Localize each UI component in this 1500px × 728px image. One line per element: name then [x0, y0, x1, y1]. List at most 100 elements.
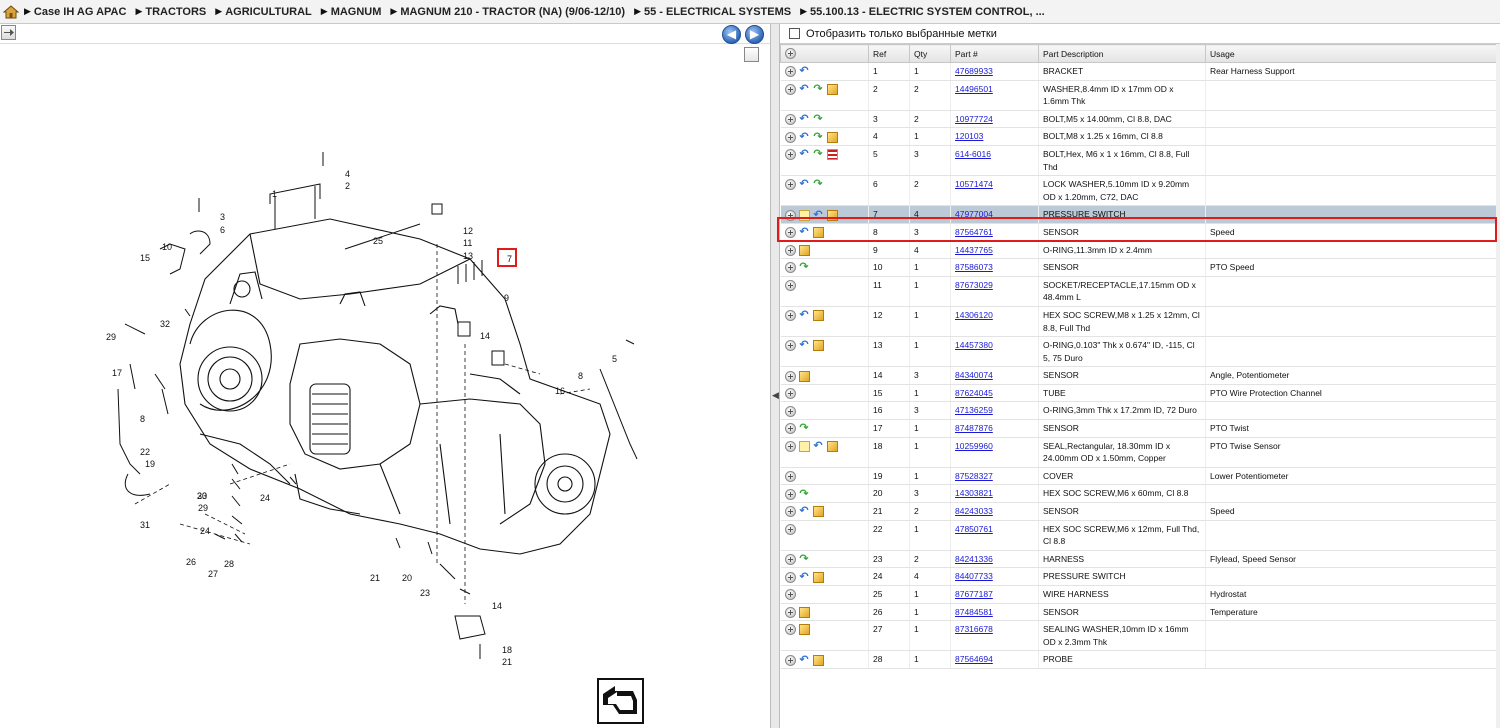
- back-arrow-icon[interactable]: ↶: [799, 65, 809, 78]
- expand-row-icon[interactable]: [784, 488, 796, 500]
- column-header-qty[interactable]: Qty: [909, 44, 951, 63]
- cell-part-number[interactable]: 87677187: [950, 585, 1039, 604]
- package-icon[interactable]: [826, 131, 838, 143]
- callout-label[interactable]: 19: [145, 459, 155, 469]
- callout-label[interactable]: 20: [402, 573, 412, 583]
- forward-arrow-icon[interactable]: ↷: [813, 148, 823, 161]
- breadcrumb-item[interactable]: ▶TRACTORS: [135, 6, 206, 18]
- package-icon[interactable]: [812, 310, 824, 322]
- cell-part-number[interactable]: 120103: [950, 127, 1039, 146]
- part-number-link[interactable]: 87484581: [955, 606, 993, 617]
- part-number-link[interactable]: 87677187: [955, 589, 993, 599]
- note-icon[interactable]: [798, 440, 810, 452]
- expand-all-header[interactable]: [780, 44, 869, 63]
- callout-label[interactable]: 23: [420, 588, 430, 598]
- part-number-link[interactable]: 47850761: [955, 523, 993, 534]
- package-icon[interactable]: [812, 340, 824, 352]
- cell-part-number[interactable]: 614-6016: [950, 145, 1039, 177]
- part-number-link[interactable]: 120103: [955, 131, 984, 142]
- callout-label[interactable]: 16: [555, 386, 565, 396]
- callout-label[interactable]: 21: [370, 573, 380, 583]
- part-number-link[interactable]: 84407733: [955, 571, 993, 582]
- return-to-overview-button[interactable]: [597, 678, 644, 724]
- back-arrow-icon[interactable]: ↶: [799, 130, 809, 143]
- column-header-ref[interactable]: Ref: [868, 44, 910, 63]
- callout-label[interactable]: 8: [578, 371, 583, 381]
- expand-row-icon[interactable]: [784, 114, 796, 126]
- zoom-toggle-button[interactable]: [744, 47, 759, 62]
- cell-part-number[interactable]: 84243033: [950, 502, 1039, 521]
- column-header-description[interactable]: Part Description: [1038, 44, 1206, 63]
- expand-row-icon[interactable]: [784, 262, 796, 274]
- callout-label[interactable]: 8: [140, 414, 145, 424]
- export-diagram-button[interactable]: [1, 25, 16, 40]
- breadcrumb-item[interactable]: ▶MAGNUM: [321, 6, 382, 18]
- callout-label[interactable]: 17: [112, 368, 122, 378]
- expand-row-icon[interactable]: [784, 654, 796, 666]
- callout-label[interactable]: 2: [345, 181, 350, 191]
- part-number-link[interactable]: 14306120: [955, 309, 993, 320]
- callout-label[interactable]: 23: [197, 491, 207, 501]
- package-icon[interactable]: [812, 227, 824, 239]
- expand-row-icon[interactable]: [784, 244, 796, 256]
- part-number-link[interactable]: 87586073: [955, 262, 993, 273]
- package-icon[interactable]: [798, 606, 810, 618]
- part-number-link[interactable]: 47689933: [955, 66, 993, 76]
- cell-part-number[interactable]: 47136259: [950, 401, 1039, 421]
- part-number-link[interactable]: 84243033: [955, 506, 993, 517]
- callout-label[interactable]: 28: [224, 559, 234, 569]
- part-number-link[interactable]: 14457380: [955, 340, 993, 351]
- part-number-link[interactable]: 10977724: [955, 113, 993, 124]
- cell-part-number[interactable]: 87564694: [950, 650, 1039, 669]
- cell-part-number[interactable]: 10259960: [950, 437, 1039, 468]
- breadcrumb-item[interactable]: ▶55 - ELECTRICAL SYSTEMS: [634, 6, 791, 18]
- part-number-link[interactable]: 87316678: [955, 624, 993, 635]
- back-arrow-icon[interactable]: ↶: [813, 208, 823, 221]
- part-number-link[interactable]: 84340074: [955, 370, 993, 381]
- back-arrow-icon[interactable]: ↶: [799, 113, 809, 126]
- cell-part-number[interactable]: 14306120: [950, 306, 1039, 338]
- column-header-usage[interactable]: Usage: [1205, 44, 1497, 63]
- back-arrow-icon[interactable]: ↶: [799, 82, 809, 95]
- collapse-left-icon[interactable]: ◀: [772, 390, 779, 400]
- package-icon[interactable]: [812, 571, 824, 583]
- cell-part-number[interactable]: 47850761: [950, 520, 1039, 551]
- callout-label[interactable]: 3: [220, 212, 225, 222]
- cell-part-number[interactable]: 14457380: [950, 336, 1039, 368]
- callout-label[interactable]: 14: [480, 331, 490, 341]
- expand-row-icon[interactable]: [784, 471, 796, 483]
- cell-part-number[interactable]: 87487876: [950, 419, 1039, 438]
- callout-label[interactable]: 25: [373, 236, 383, 246]
- back-arrow-icon[interactable]: ↶: [799, 505, 809, 518]
- expand-row-icon[interactable]: [784, 523, 796, 535]
- package-icon[interactable]: [798, 624, 810, 636]
- callout-label[interactable]: 24: [260, 493, 270, 503]
- expand-row-icon[interactable]: [784, 440, 796, 452]
- part-number-link[interactable]: 87487876: [955, 423, 993, 434]
- callout-label[interactable]: 11: [463, 238, 472, 248]
- expand-row-icon[interactable]: [784, 66, 796, 78]
- cell-part-number[interactable]: 87624045: [950, 384, 1039, 403]
- callout-label[interactable]: 30: [197, 491, 207, 501]
- callout-label[interactable]: 5: [612, 354, 617, 364]
- callout-label[interactable]: 13: [463, 251, 473, 261]
- forward-arrow-icon[interactable]: ↷: [813, 178, 823, 191]
- package-icon[interactable]: [812, 506, 824, 518]
- callout-label[interactable]: 10: [162, 242, 172, 252]
- callout-label[interactable]: 29: [198, 503, 208, 513]
- expand-row-icon[interactable]: [784, 624, 796, 636]
- package-icon[interactable]: [812, 654, 824, 666]
- part-number-link[interactable]: 14437765: [955, 244, 993, 255]
